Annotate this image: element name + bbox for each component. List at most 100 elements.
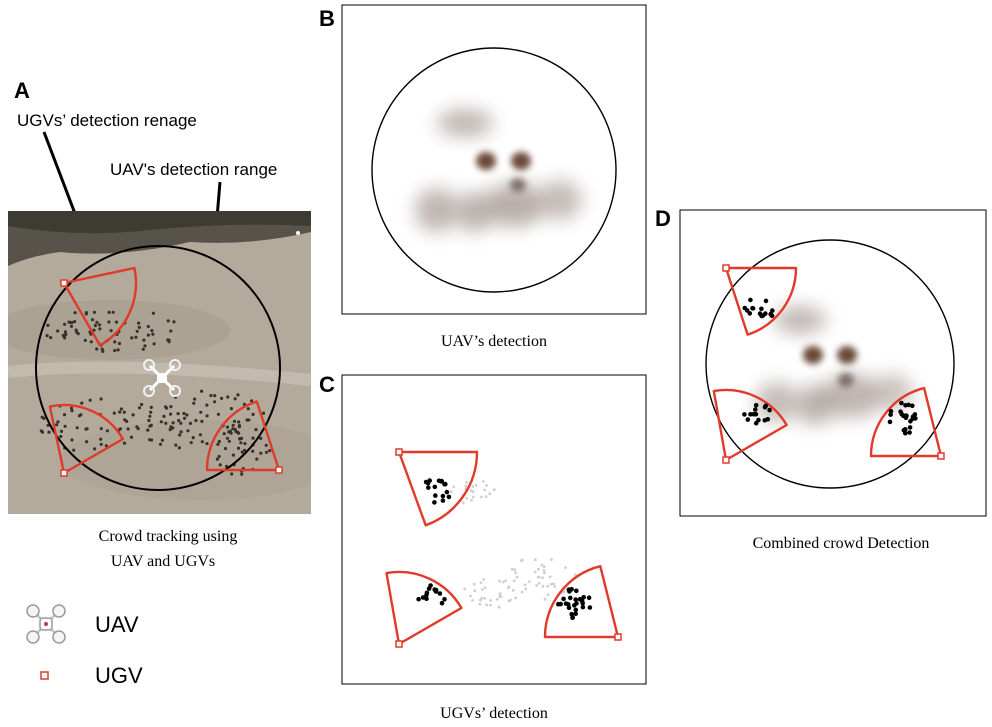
undetected-person [501, 580, 505, 584]
undetected-person [515, 575, 519, 579]
ugv-sector-bottom-left [712, 388, 788, 462]
photo-person [264, 450, 269, 454]
photo-person [123, 418, 127, 422]
photo-person [171, 421, 175, 425]
photo-person [255, 457, 259, 461]
detected-person [568, 595, 573, 601]
undetected-person [498, 579, 501, 583]
panel-d-detected-people [742, 297, 918, 436]
undetected-person [524, 587, 528, 591]
photo-person [40, 415, 44, 419]
panel-d-caption: Combined crowd Detection [753, 535, 930, 552]
photo-person [236, 446, 241, 450]
photo-person [240, 472, 244, 476]
undetected-person [523, 583, 527, 587]
detected-person [587, 605, 593, 610]
undetected-person [479, 598, 482, 602]
photo-person [243, 442, 247, 446]
photo-person [119, 407, 123, 411]
undetected-person [527, 580, 531, 583]
detected-person [561, 596, 566, 602]
detected-person [436, 478, 442, 484]
photo-person [85, 440, 89, 444]
undetected-person [510, 567, 514, 571]
photo-person [236, 430, 240, 434]
photo-person [217, 454, 221, 459]
photo-person [254, 428, 258, 432]
uav-range-annotation: UAV's detection range [110, 160, 277, 179]
undetected-person [546, 584, 550, 588]
undetected-person [480, 495, 483, 499]
ugv-sector-top [397, 450, 479, 527]
photo-person [177, 418, 181, 423]
photo-person [261, 411, 266, 415]
undetected-person [553, 585, 556, 588]
detected-person [767, 407, 772, 413]
photo-person [122, 441, 127, 445]
undetected-person [465, 496, 468, 500]
photo-person [251, 412, 255, 416]
undetected-person [478, 602, 482, 606]
legend-uav-label: UAV [95, 612, 139, 637]
photo-person [251, 449, 255, 453]
photo-person [99, 437, 103, 441]
photo-person [112, 411, 116, 415]
undetected-person [552, 582, 555, 586]
detected-person [428, 583, 433, 588]
photo-person [169, 412, 173, 416]
photo-person [79, 413, 83, 417]
undetected-person [479, 581, 483, 584]
photo-person [264, 443, 268, 447]
panel-b-caption: UAV’s detection [441, 333, 547, 350]
photo-person [245, 418, 249, 422]
panel-d-frame [679, 209, 987, 517]
photo-person [90, 318, 95, 322]
photo-person [97, 323, 101, 327]
ugv-square-icon [395, 640, 403, 648]
photo-person [107, 310, 111, 314]
detected-person [577, 596, 583, 602]
detected-person [420, 595, 426, 600]
ugv-square-icon [395, 448, 403, 456]
photo-person [137, 325, 141, 329]
photo-person [75, 426, 79, 430]
photo-person [160, 438, 164, 442]
panel-c-caption: UGVs’ detection [440, 705, 548, 722]
photo-person [129, 435, 134, 439]
legend-drone-icon [26, 604, 66, 644]
ugv-range-annotation: UGVs’ detection renage [17, 111, 197, 130]
detected-person [442, 597, 447, 602]
detected-person [426, 485, 431, 490]
ugv-square-icon [614, 633, 622, 641]
panel-a-letter: A [14, 78, 30, 103]
photo-person [189, 441, 193, 445]
photo-person [149, 410, 153, 414]
detected-person [580, 600, 585, 606]
detected-person [898, 409, 903, 415]
undetected-person [542, 571, 546, 575]
detected-person [759, 306, 764, 312]
undetected-person [498, 594, 502, 598]
detected-person [437, 591, 443, 596]
undetected-person [533, 570, 537, 574]
detected-person [566, 587, 572, 592]
detected-person [425, 480, 431, 486]
photo-person [233, 397, 237, 401]
photo-person [146, 428, 150, 432]
photo-person [92, 310, 96, 314]
detected-person [762, 418, 768, 423]
detected-person [573, 607, 579, 613]
photo-person [230, 472, 234, 476]
detected-person [903, 403, 908, 408]
undetected-person [546, 593, 550, 596]
photo-person [150, 438, 154, 442]
detected-person [573, 611, 578, 617]
undetected-person [483, 597, 487, 600]
panel-d-density-blobs [755, 306, 913, 425]
detected-person [424, 590, 430, 596]
undetected-person [452, 485, 456, 489]
photo-person [130, 336, 134, 340]
photo-person [107, 320, 111, 324]
photo-person [182, 416, 187, 420]
